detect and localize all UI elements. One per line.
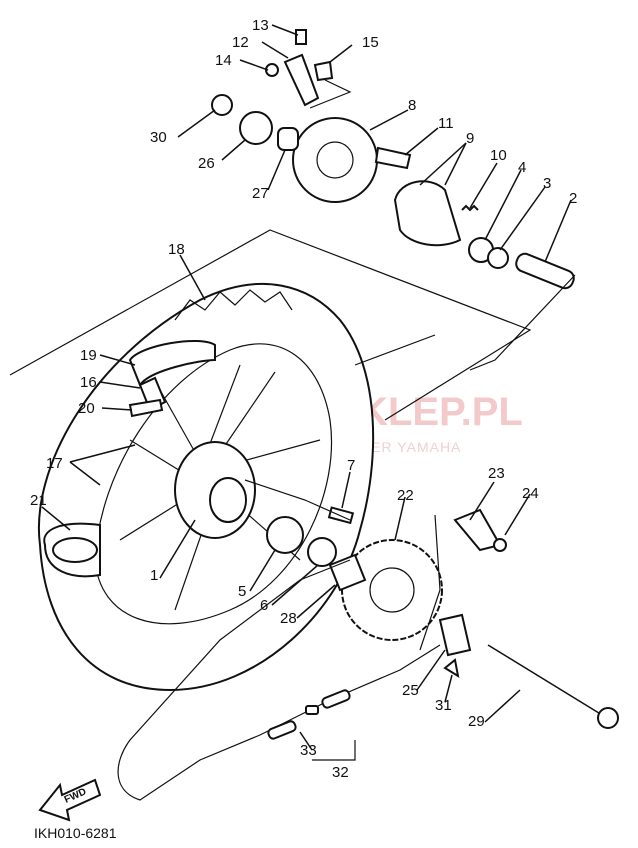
drive-chain bbox=[117, 559, 441, 801]
callout-8: 8 bbox=[408, 97, 416, 114]
brake-group-bracket bbox=[309, 79, 352, 109]
nut-24 bbox=[493, 538, 507, 552]
hub-center bbox=[209, 477, 247, 523]
callout-1: 1 bbox=[150, 567, 158, 584]
callout-5: 5 bbox=[238, 583, 246, 600]
callout-16: 16 bbox=[80, 374, 97, 391]
callout-30: 30 bbox=[150, 129, 167, 146]
callout-25: 25 bbox=[402, 682, 419, 699]
callout-23: 23 bbox=[488, 465, 505, 482]
indicator-15 bbox=[313, 60, 334, 82]
axle-parts bbox=[266, 204, 575, 567]
callout-24: 24 bbox=[522, 485, 539, 502]
oil-seal-6 bbox=[307, 537, 337, 567]
tire-group-outline bbox=[9, 229, 532, 421]
pin-31 bbox=[443, 658, 460, 679]
callout-32: 32 bbox=[332, 764, 349, 781]
callout-labels: 13 12 15 14 8 30 11 9 26 10 4 3 27 2 18 … bbox=[30, 17, 577, 781]
camshaft bbox=[374, 146, 412, 170]
callout-3: 3 bbox=[543, 175, 551, 192]
callout-9: 9 bbox=[466, 130, 474, 147]
callout-17: 17 bbox=[46, 455, 63, 472]
callout-21: 21 bbox=[30, 492, 47, 509]
fwd-arrow-shape bbox=[38, 778, 102, 822]
callout-14: 14 bbox=[215, 52, 232, 69]
callout-11: 11 bbox=[438, 115, 454, 132]
brake-shoe-plate bbox=[292, 117, 378, 203]
bolt-13 bbox=[295, 29, 307, 45]
callout-26: 26 bbox=[198, 155, 215, 172]
oil-seal-3 bbox=[487, 247, 509, 269]
callout-15: 15 bbox=[362, 34, 379, 51]
spacer-2 bbox=[515, 252, 575, 290]
sprocket-22 bbox=[341, 539, 443, 641]
callout-10: 10 bbox=[490, 147, 507, 164]
brake-assembly bbox=[211, 29, 462, 247]
camshaft-lever bbox=[283, 53, 320, 107]
collar-30 bbox=[211, 94, 233, 116]
callout-18: 18 bbox=[168, 241, 185, 258]
tire-tread bbox=[174, 289, 293, 321]
tube-and-rimband bbox=[43, 339, 216, 578]
spring-10 bbox=[461, 204, 479, 212]
clutch-hub-26 bbox=[239, 111, 273, 145]
leader-lines bbox=[41, 24, 572, 751]
sprocket-and-chain bbox=[117, 508, 619, 801]
callout-13: 13 bbox=[252, 17, 269, 34]
spacer-group-line bbox=[469, 274, 576, 371]
collar-27 bbox=[277, 127, 299, 151]
guide-lines bbox=[9, 79, 576, 761]
bearing-5 bbox=[266, 516, 304, 554]
callout-20: 20 bbox=[78, 400, 95, 417]
clutch-hub-28 bbox=[328, 553, 367, 592]
diagram-code: IKH010-6281 bbox=[34, 825, 117, 841]
callout-28: 28 bbox=[280, 610, 297, 627]
chain-group-bracket bbox=[312, 740, 356, 761]
callout-2: 2 bbox=[569, 190, 577, 207]
callout-4: 4 bbox=[518, 159, 526, 176]
callout-27: 27 bbox=[252, 185, 269, 202]
brake-shoe bbox=[393, 180, 462, 247]
chain-link-33c bbox=[305, 705, 319, 715]
callout-7: 7 bbox=[347, 457, 355, 474]
spacer-20 bbox=[128, 398, 164, 418]
axle-head bbox=[597, 707, 619, 729]
chain-link-33b bbox=[321, 689, 351, 709]
callout-31: 31 bbox=[435, 697, 452, 714]
axle-group-bracket bbox=[244, 479, 351, 521]
rim-lock bbox=[52, 537, 98, 563]
callout-6: 6 bbox=[260, 597, 268, 614]
inner-tube bbox=[128, 339, 216, 388]
axle-29 bbox=[487, 644, 608, 719]
callout-22: 22 bbox=[397, 487, 414, 504]
adjuster-25 bbox=[438, 613, 472, 657]
chain-link-33a bbox=[267, 720, 297, 740]
callout-33: 33 bbox=[300, 742, 317, 759]
callout-29: 29 bbox=[468, 713, 485, 730]
sprocket-group-bracket bbox=[419, 514, 441, 651]
callout-19: 19 bbox=[80, 347, 97, 364]
forward-arrow: FWD bbox=[38, 778, 102, 822]
callout-12: 12 bbox=[232, 34, 249, 51]
